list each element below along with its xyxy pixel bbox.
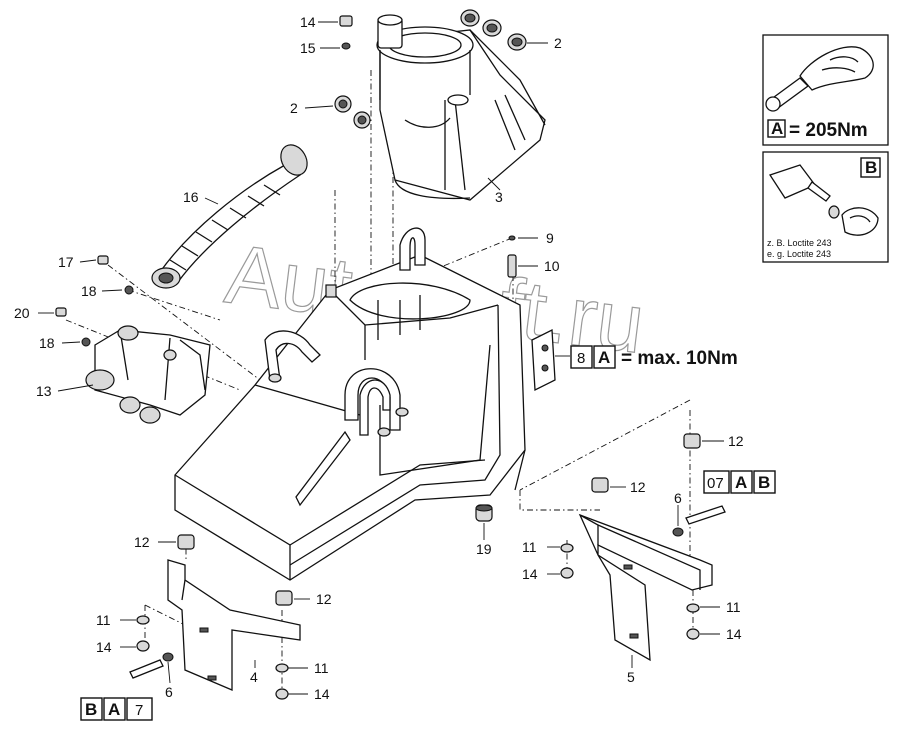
callout-19: 19 <box>476 541 492 557</box>
adhesive-note-en: e. g. Loctite 243 <box>767 249 831 259</box>
torque-note-ref: 8 <box>577 350 585 367</box>
callout-14: 14 <box>726 626 742 642</box>
callout-11: 11 <box>726 599 741 615</box>
ref-box-right-ref: 07 <box>707 475 724 492</box>
part-2-plugs-left <box>334 95 371 129</box>
callout-6: 6 <box>165 684 173 700</box>
callout-9: 9 <box>546 230 554 246</box>
adhesive-note-de: z. B. Loctite 243 <box>767 238 832 248</box>
callout-6: 6 <box>674 490 682 506</box>
adhesive-panel-letter: B <box>865 158 877 177</box>
callout-2: 2 <box>554 35 562 51</box>
callout-12: 12 <box>134 534 150 550</box>
torque-panel: A = 205Nm <box>762 34 889 146</box>
adhesive-bottle-icon <box>768 164 879 236</box>
ref-box-right-b: B <box>758 473 770 492</box>
callout-15: 15 <box>300 40 316 56</box>
callout-12: 12 <box>630 479 646 495</box>
part-8-bracket <box>531 328 556 392</box>
callout-5: 5 <box>627 669 635 685</box>
part-4-left-bracket <box>167 559 301 691</box>
leader-lines <box>38 21 724 695</box>
ref-box-left-ref: 7 <box>135 702 143 719</box>
torque-note: 8 A = max. 10Nm <box>570 345 738 369</box>
part-12-left-mounts <box>177 534 293 606</box>
callout-14: 14 <box>522 566 538 582</box>
ref-box-left-b: B <box>85 700 97 719</box>
callout-20: 20 <box>14 305 30 321</box>
ref-box-right-a: A <box>735 473 747 492</box>
callout-12: 12 <box>316 591 332 607</box>
callout-4: 4 <box>250 669 258 685</box>
part-13-manifold <box>85 325 211 424</box>
callout-18: 18 <box>81 283 97 299</box>
part-17-18-20-fasteners <box>55 255 134 347</box>
part-2-plugs-right <box>460 9 527 51</box>
wrench-icon <box>765 46 874 112</box>
tank-pipes <box>264 227 426 437</box>
callout-18: 18 <box>39 335 55 351</box>
callout-numbers: 14 15 2 2 3 16 17 18 20 18 13 9 10 12 12… <box>14 14 744 702</box>
part-9-10-screw <box>507 235 517 278</box>
callout-16: 16 <box>183 189 199 205</box>
part-14-15-nut-washer <box>339 15 353 50</box>
part-7-bolt-left <box>129 652 174 679</box>
callout-11: 11 <box>314 660 329 676</box>
part-7-bolt-right <box>672 505 726 537</box>
callout-13: 13 <box>36 383 52 399</box>
part-5-right-bracket <box>578 513 713 662</box>
callout-14: 14 <box>300 14 316 30</box>
callout-11: 11 <box>522 539 537 555</box>
callout-2: 2 <box>290 100 298 116</box>
part-3-valve-housing <box>376 14 546 201</box>
part-16-hose <box>151 144 308 289</box>
ref-box-left-a: A <box>108 700 120 719</box>
torque-panel-value: = 205Nm <box>789 120 868 141</box>
right-washers <box>560 543 700 640</box>
torque-panel-letter: A <box>771 119 783 138</box>
callout-11: 11 <box>96 612 111 628</box>
left-washers <box>136 615 289 700</box>
ref-box-right: 07 A B <box>703 470 776 494</box>
callout-10: 10 <box>544 258 560 274</box>
callout-12: 12 <box>728 433 744 449</box>
callout-17: 17 <box>58 254 74 270</box>
part-19-plug <box>475 504 493 522</box>
torque-note-text: = max. 10Nm <box>621 348 738 369</box>
callout-3: 3 <box>495 189 503 205</box>
ref-box-left: B A 7 <box>80 697 153 721</box>
torque-note-letter: A <box>598 348 610 367</box>
callout-14: 14 <box>96 639 112 655</box>
adhesive-panel: B z. B. Loctite 243 e. g. Loctite 243 <box>762 151 889 263</box>
callout-14: 14 <box>314 686 330 702</box>
part-12-right-mounts <box>591 433 701 493</box>
